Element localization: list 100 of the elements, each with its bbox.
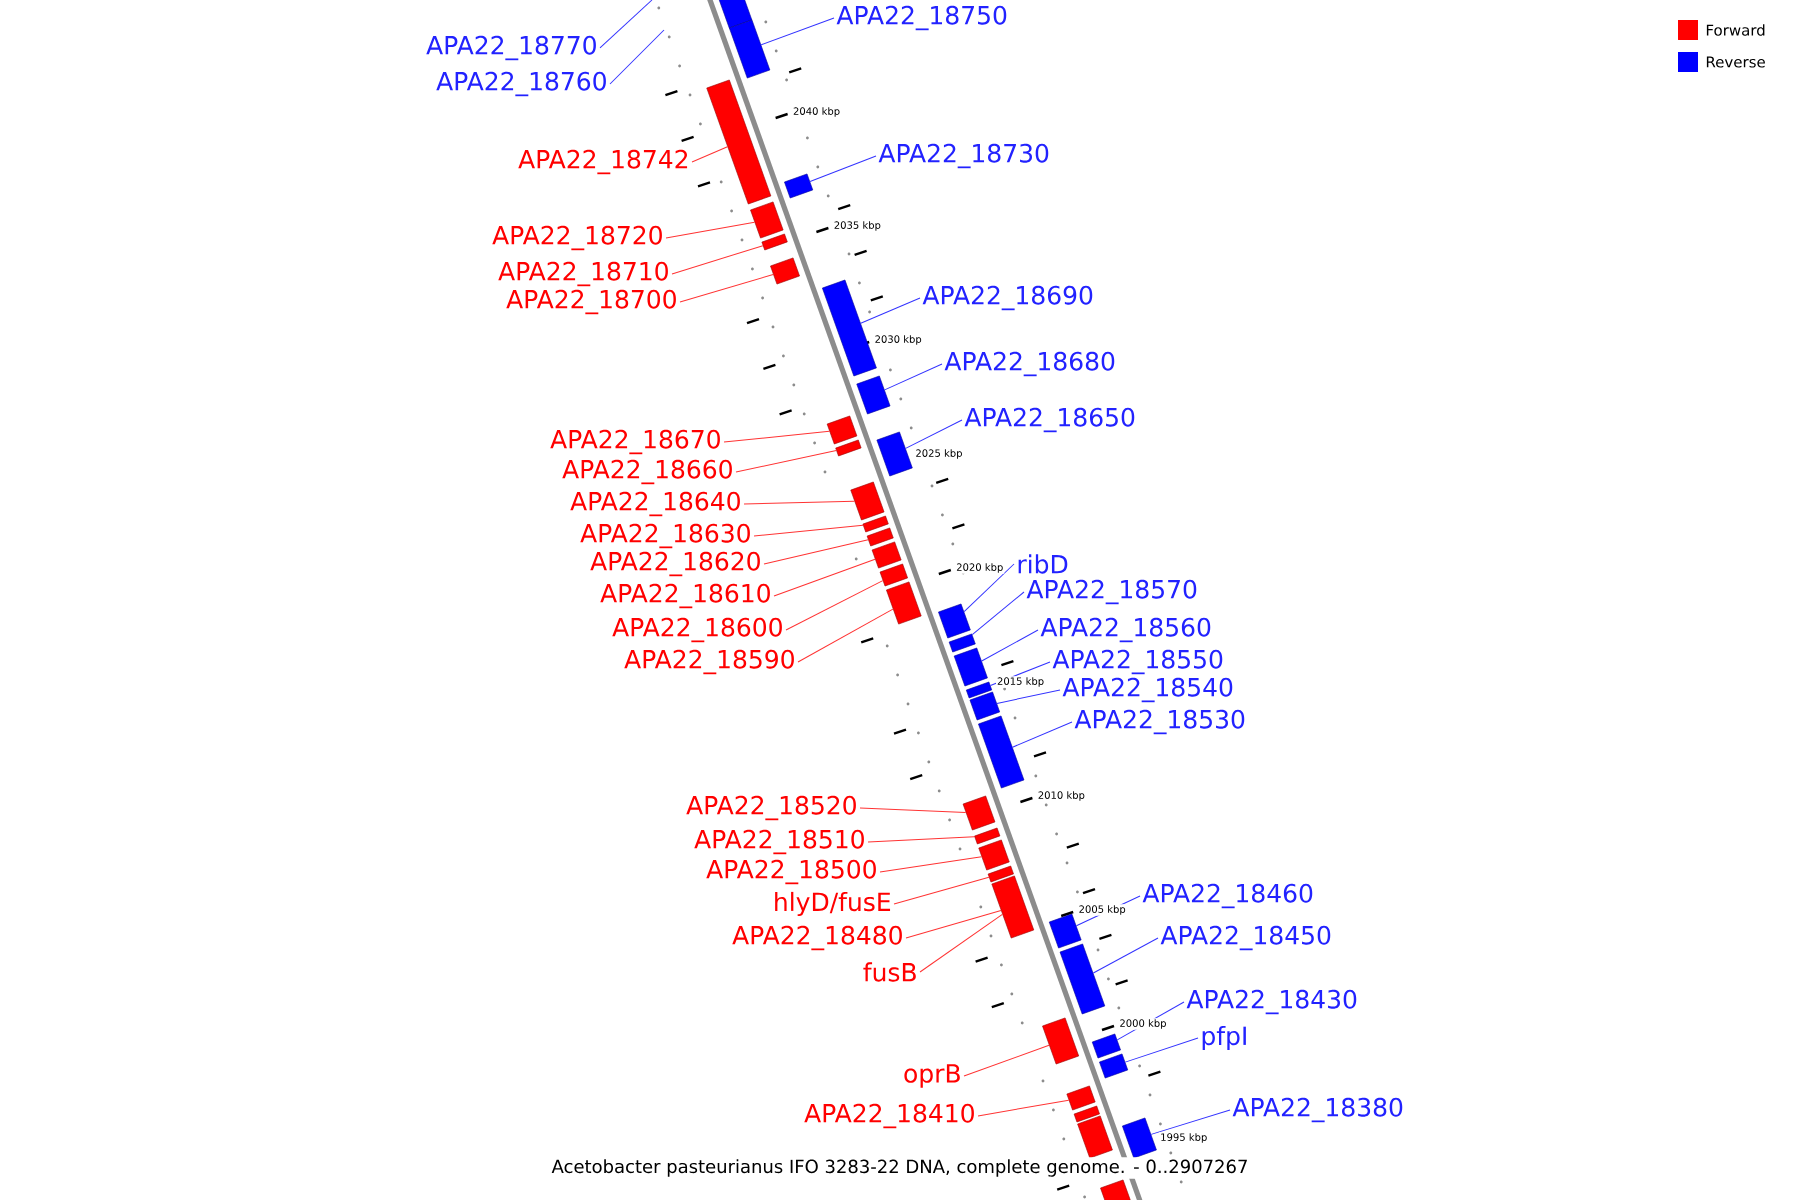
gene-label: APA22_18710 [498, 261, 668, 287]
gene-label: APA22_18460 [1142, 883, 1313, 909]
gene-label: APA22_18520 [686, 795, 856, 821]
gene-label: oprB [904, 1064, 960, 1088]
gene-label: APA22_18620 [590, 551, 760, 577]
gene-bar [761, 233, 788, 251]
leader-line [671, 245, 764, 275]
gene-bar [770, 257, 800, 285]
gene-label: APA22_18770 [426, 35, 596, 61]
gene-label: APA22_18760 [436, 71, 606, 97]
gene-bar [1100, 1179, 1134, 1200]
gene-label: fusB [863, 962, 916, 982]
gene-label: APA22_18550 [1052, 649, 1223, 675]
gene-bar [1042, 1017, 1079, 1065]
gene-bar [987, 865, 1014, 883]
leader-line [977, 1099, 1070, 1117]
leader-line [723, 430, 830, 443]
gene-label: APA22_18560 [1040, 617, 1211, 643]
gene-bar [866, 527, 894, 547]
leader-line [735, 450, 837, 473]
gene-bar [974, 827, 1001, 845]
gene-label: APA22_18720 [492, 225, 662, 251]
gene-bar [822, 279, 877, 377]
gene-bar [1066, 1085, 1096, 1111]
leader-line [884, 363, 943, 391]
gene-label: APA22_18530 [1074, 709, 1245, 735]
gene-bar [871, 541, 902, 569]
gene-bar [876, 431, 913, 477]
leader-line [665, 221, 756, 239]
gene-label: APA22_18730 [878, 143, 1049, 169]
gene-bar [978, 715, 1025, 789]
leader-line [743, 500, 855, 505]
leader-line [763, 539, 869, 565]
leader-line [809, 155, 877, 183]
leader-line [760, 17, 835, 46]
leader-line [860, 297, 921, 324]
leader-line [1092, 937, 1159, 974]
gene-bar [706, 79, 772, 205]
leader-line [785, 580, 884, 631]
gene-label: APA22_18680 [944, 351, 1115, 377]
gene-label: ribD [1018, 554, 1068, 574]
gene-label: APA22_18640 [570, 491, 740, 517]
gene-label: APA22_18690 [922, 285, 1093, 311]
gene-label: APA22_18450 [1160, 925, 1331, 951]
gene-bar [969, 691, 1000, 721]
gene-label: APA22_18650 [964, 407, 1135, 433]
gene-bar [1073, 1105, 1100, 1123]
gene-bar [1059, 943, 1106, 1015]
leader-line [691, 146, 728, 163]
gene-label: APA22_18430 [1186, 989, 1357, 1015]
leader-line [905, 419, 963, 449]
gene-label: APA22_18610 [600, 583, 770, 609]
gene-label: APA22_18540 [1062, 677, 1233, 703]
gene-bar [856, 375, 891, 415]
gene-bar [826, 415, 858, 445]
leader-line [879, 856, 983, 873]
gene-label: APA22_18700 [506, 289, 676, 315]
leader-line [599, 0, 653, 49]
leader-line [971, 591, 1025, 636]
gene-label: APA22_18742 [518, 149, 688, 175]
gene-bar [1099, 1053, 1129, 1079]
gene-label: APA22_18480 [732, 925, 902, 951]
leader-line [981, 629, 1039, 662]
leader-line [753, 524, 864, 537]
gene-label: APA22_18630 [580, 523, 750, 549]
leader-line [905, 909, 1002, 939]
leader-line [679, 274, 774, 303]
gene-bar [835, 439, 862, 457]
leader-line [1012, 721, 1073, 748]
leader-line [963, 1044, 1050, 1077]
gene-bar [879, 563, 908, 587]
leader-line [919, 913, 1003, 973]
gene-bar [862, 515, 889, 533]
gene-bar [1091, 1033, 1121, 1059]
gene-label: APA22_18670 [550, 429, 720, 455]
gene-label: APA22_18660 [562, 459, 732, 485]
leader-line [773, 558, 876, 597]
gene-bar [948, 633, 976, 653]
leader-line [1124, 1037, 1199, 1063]
leader-line [996, 689, 1061, 704]
caption: Acetobacter pasteurianus IFO 3283-22 DNA, complete genome. - 0..2907267 [549, 1157, 1251, 1179]
leader-line [1150, 1109, 1231, 1135]
gene-label: APA22_18410 [804, 1103, 974, 1129]
leader-line [867, 836, 975, 843]
gene-bar [784, 173, 814, 199]
gene-label: APA22_18380 [1232, 1097, 1403, 1123]
gene-bar [966, 681, 993, 699]
gene-label: APA22_18510 [694, 829, 864, 855]
leader-line [893, 876, 990, 905]
gene-label: APA22_18600 [612, 617, 782, 643]
gene-label: APA22_18590 [624, 649, 794, 675]
gene-bar [1048, 913, 1082, 949]
leader-line [609, 29, 665, 85]
gene-label: APA22_18570 [1026, 579, 1197, 605]
gene-bar [1122, 1117, 1157, 1159]
leader-line [797, 608, 894, 663]
gene-label: APA22_18500 [706, 859, 876, 885]
gene-label: APA22_18750 [836, 5, 1007, 31]
gene-label: pfpI [1202, 1025, 1246, 1051]
gene-label: hlyD/fusE [775, 891, 891, 917]
